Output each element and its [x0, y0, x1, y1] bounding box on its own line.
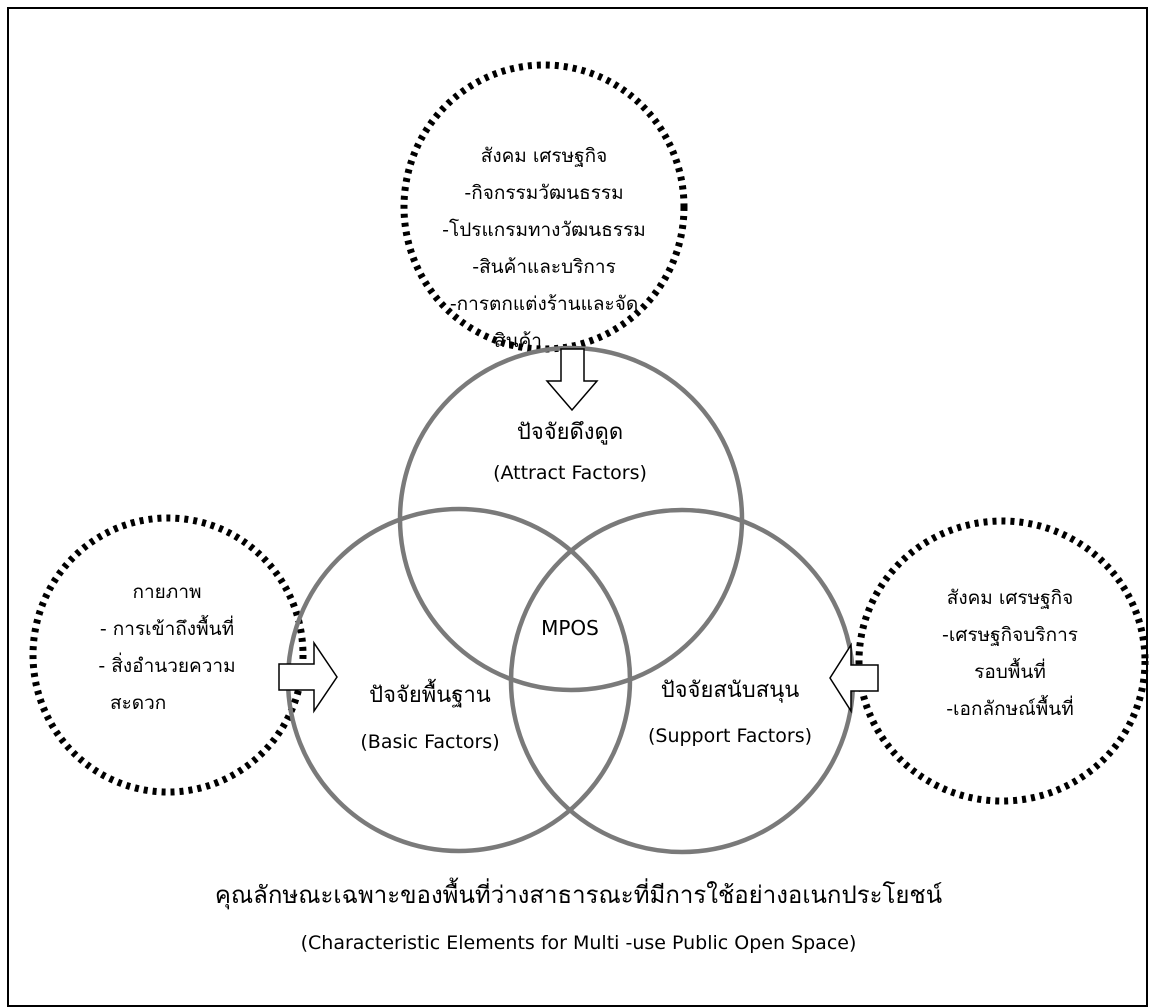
top-circle-line: -สินค้าและบริการ — [472, 256, 616, 278]
attract-label-english: (Attract Factors) — [493, 462, 647, 484]
right-dotted-circle — [855, 517, 1149, 805]
left-circle-text: กายภาพ - การเข้าถึงพื้นที่ - สิ่งอำนวยคว… — [62, 574, 272, 722]
attract-label-thai: ปัจจัยดึงดูด — [516, 420, 624, 445]
top-dotted-circle — [400, 61, 688, 353]
right-circle-line: -เอกลักษณ์พื้นที่ — [946, 698, 1074, 720]
left-circle-line: - สิ่งอำนวยความ — [98, 655, 236, 677]
top-circle-text: สังคม เศรษฐกิจ -กิจกรรมวัฒนธรรม -โปรแกรม… — [414, 138, 674, 360]
right-circle-line: รอบพื้นที่ — [974, 661, 1046, 683]
right-circle-line: -เศรษฐกิจบริการ — [942, 624, 1078, 646]
left-circle-line: กายภาพ — [132, 581, 202, 603]
caption-thai: คุณลักษณะเฉพาะของพื้นที่ว่างสาธารณะที่มี… — [214, 881, 943, 909]
basic-label-english: (Basic Factors) — [360, 731, 500, 753]
right-arrow-icon — [829, 642, 879, 714]
left-arrow-icon — [278, 640, 338, 714]
basic-label-thai: ปัจจัยพื้นฐาน — [369, 683, 491, 708]
caption-english: (Characteristic Elements for Multi -use … — [300, 932, 857, 954]
left-circle-line: - การเข้าถึงพื้นที่ — [99, 618, 235, 640]
top-arrow-icon — [545, 348, 599, 412]
left-dotted-circle — [29, 514, 307, 796]
top-circle-line: -โปรแกรมทางวัฒนธรรม — [442, 219, 646, 241]
left-circle-line: สะดวก — [110, 692, 167, 714]
top-circle-line: -กิจกรรมวัฒนธรรม — [464, 182, 624, 204]
top-circle-line: -การตกแต่งร้านและจัด — [449, 293, 639, 315]
top-circle-line: สินค้า — [494, 330, 542, 352]
right-circle-text: สังคม เศรษฐกิจ -เศรษฐกิจบริการ รอบพื้นที… — [900, 580, 1120, 728]
right-circle-line: สังคม เศรษฐกิจ — [946, 587, 1074, 609]
support-label-english: (Support Factors) — [647, 725, 813, 747]
mpos-label: MPOS — [541, 616, 599, 640]
top-circle-line: สังคม เศรษฐกิจ — [480, 145, 608, 167]
support-label-thai: ปัจจัยสนับสนุน — [660, 678, 800, 703]
